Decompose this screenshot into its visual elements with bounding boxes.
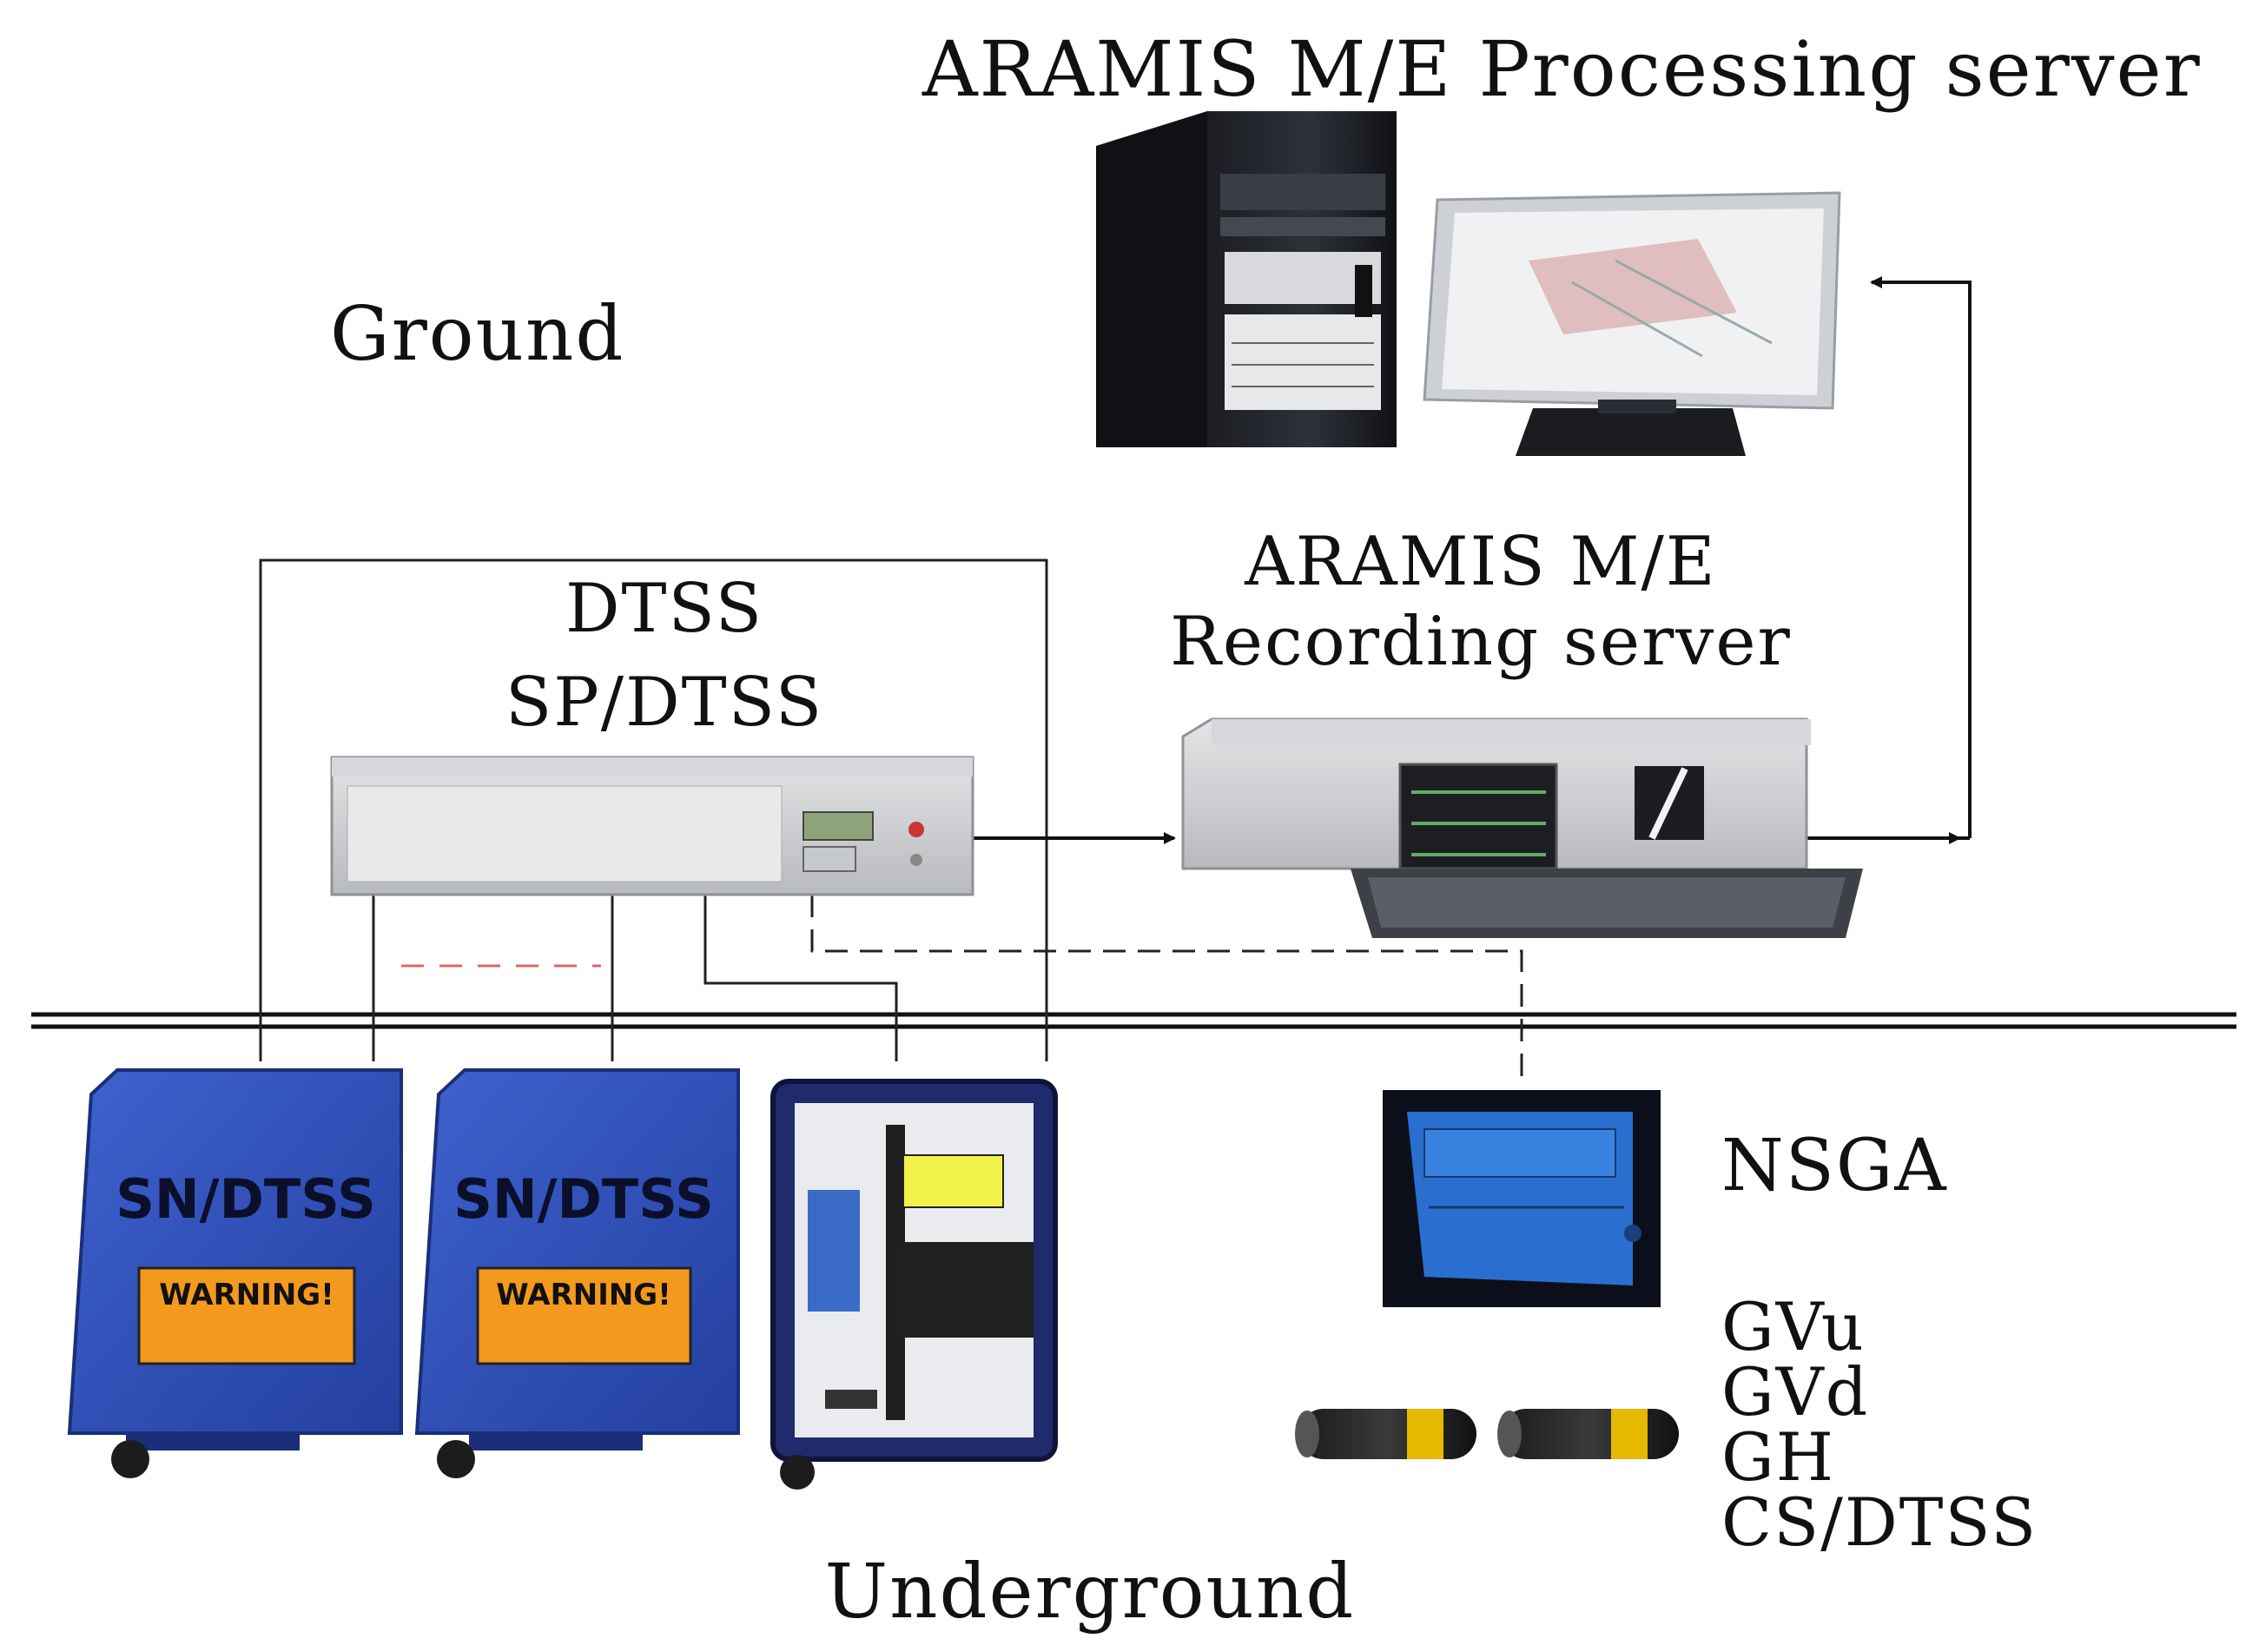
ground-separator-line	[31, 1012, 2236, 1029]
warning-label-1: WARNING!	[159, 1278, 334, 1312]
sensor-label-gvd: GVd	[1721, 1353, 1870, 1431]
ground-label: Ground	[330, 291, 625, 378]
open-enclosure-device	[770, 1079, 1058, 1490]
processing-server-monitor	[1423, 191, 1841, 456]
underground-label: Underground	[824, 1549, 1356, 1635]
arrow-recording-to-processing	[1789, 276, 1972, 844]
nsga-device	[1383, 1090, 1661, 1307]
dtss-title-line2: SP/DTSS	[505, 664, 824, 742]
sensor-label-cs-dtss: CS/DTSS	[1721, 1483, 2038, 1561]
dtss-title-line1: DTSS	[565, 570, 764, 648]
sensor-label-gh: GH	[1721, 1418, 1835, 1496]
connection-lines	[259, 558, 1523, 1086]
sn-dtss-box-1-label: SN/DTSS	[116, 1167, 376, 1231]
dtss-rack	[330, 756, 974, 896]
recording-server	[1181, 717, 1863, 938]
processing-server-title: ARAMIS M/E Processing server	[922, 24, 2202, 114]
processing-server-tower	[1096, 111, 1397, 447]
sensor-cylinder-2	[1497, 1409, 1679, 1459]
nsga-label: NSGA	[1721, 1125, 1948, 1207]
recording-server-title-line2: Recording server	[1170, 603, 1792, 681]
recording-server-title-line1: ARAMIS M/E	[1245, 523, 1717, 601]
sn-dtss-box-1	[67, 1068, 403, 1478]
sn-dtss-box-2-label: SN/DTSS	[453, 1167, 714, 1231]
warning-label-2: WARNING!	[496, 1278, 671, 1312]
sn-dtss-box-2	[414, 1068, 740, 1478]
sensor-cylinder-1	[1295, 1409, 1476, 1459]
sensor-label-gvu: GVu	[1721, 1288, 1866, 1365]
